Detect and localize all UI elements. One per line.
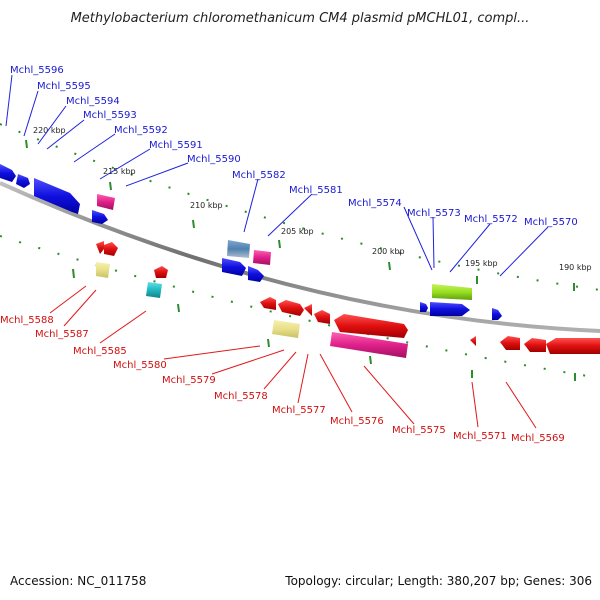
top-leader-lines bbox=[5, 74, 549, 277]
gene-label-mchl-5574: Mchl_5574 bbox=[348, 198, 402, 209]
scale-ticks bbox=[25, 139, 576, 381]
gene-label-mchl-5590: Mchl_5590 bbox=[187, 154, 241, 165]
gene-arrow bbox=[104, 242, 118, 256]
gene-label-mchl-5571: Mchl_5571 bbox=[453, 431, 507, 442]
gene-label-mchl-5573: Mchl_5573 bbox=[407, 208, 461, 219]
feature-box bbox=[253, 250, 271, 265]
accession-text: Accession: NC_011758 bbox=[10, 574, 146, 588]
gene-label-mchl-5578: Mchl_5578 bbox=[214, 391, 268, 402]
scale-label-195: 195 kbp bbox=[465, 259, 498, 268]
feature-box bbox=[272, 320, 300, 338]
gene-label-mchl-5582: Mchl_5582 bbox=[232, 170, 286, 181]
gene-label-mchl-5569: Mchl_5569 bbox=[511, 433, 565, 444]
plasmid-backbone bbox=[0, 181, 600, 333]
gene-arrow bbox=[430, 302, 470, 316]
gene-arrow bbox=[314, 310, 330, 324]
forward-strand-genes bbox=[0, 164, 502, 320]
gene-arrow bbox=[278, 300, 304, 316]
gene-label-mchl-5593: Mchl_5593 bbox=[83, 110, 137, 121]
gene-arrow bbox=[92, 210, 108, 224]
feature-boxes-bottom bbox=[96, 262, 408, 358]
gene-label-mchl-5575: Mchl_5575 bbox=[392, 425, 446, 436]
feature-box bbox=[146, 282, 162, 298]
gene-arrow bbox=[524, 338, 546, 352]
gene-arrow bbox=[96, 241, 104, 254]
scale-label-190: 190 kbp bbox=[559, 263, 592, 272]
gene-label-mchl-5587: Mchl_5587 bbox=[35, 329, 89, 340]
scale-label-210: 210 kbp bbox=[190, 201, 223, 210]
scale-label-220: 220 kbp bbox=[33, 126, 66, 135]
gene-arrow bbox=[222, 258, 246, 276]
gene-label-mchl-5581: Mchl_5581 bbox=[289, 185, 343, 196]
gene-label-mchl-5596: Mchl_5596 bbox=[10, 65, 64, 76]
gene-arrow bbox=[420, 302, 428, 312]
feature-box bbox=[96, 262, 110, 278]
scale-label-205: 205 kbp bbox=[281, 227, 314, 236]
feature-boxes-top bbox=[97, 194, 472, 300]
gene-arrow bbox=[492, 308, 502, 320]
gene-arrow bbox=[334, 314, 408, 338]
gene-arrow bbox=[260, 297, 276, 310]
reverse-strand-genes bbox=[96, 241, 600, 354]
gene-arrow bbox=[500, 336, 520, 350]
gene-label-mchl-5580: Mchl_5580 bbox=[113, 360, 167, 371]
gene-label-mchl-5576: Mchl_5576 bbox=[330, 416, 384, 427]
map-title: Methylobacterium chloromethanicum CM4 pl… bbox=[71, 11, 530, 26]
gene-arrow bbox=[304, 304, 312, 316]
feature-box bbox=[97, 194, 115, 210]
gene-arrow bbox=[34, 178, 80, 214]
gene-label-mchl-5579: Mchl_5579 bbox=[162, 375, 216, 386]
gene-arrow bbox=[546, 338, 600, 354]
feature-box bbox=[227, 240, 250, 258]
gene-label-mchl-5595: Mchl_5595 bbox=[37, 81, 91, 92]
gene-arrow bbox=[248, 266, 264, 282]
gene-label-mchl-5588: Mchl_5588 bbox=[0, 315, 54, 326]
gene-arrow bbox=[470, 336, 476, 346]
topology-text: Topology: circular; Length: 380,207 bp; … bbox=[284, 574, 592, 588]
scale-label-215: 215 kbp bbox=[103, 167, 136, 176]
bottom-leader-lines bbox=[49, 285, 537, 429]
gene-label-mchl-5594: Mchl_5594 bbox=[66, 96, 120, 107]
feature-box bbox=[330, 332, 408, 358]
scale-label-200: 200 kbp bbox=[372, 247, 405, 256]
gene-label-mchl-5591: Mchl_5591 bbox=[149, 140, 203, 151]
gene-arrow bbox=[16, 174, 30, 188]
gene-arrow bbox=[0, 164, 16, 182]
gene-label-mchl-5577: Mchl_5577 bbox=[272, 405, 326, 416]
gene-label-mchl-5572: Mchl_5572 bbox=[464, 214, 518, 225]
gene-label-mchl-5570: Mchl_5570 bbox=[524, 217, 578, 228]
feature-box bbox=[432, 284, 472, 300]
gene-label-mchl-5585: Mchl_5585 bbox=[73, 346, 127, 357]
gene-arrow bbox=[154, 266, 168, 278]
gene-label-mchl-5592: Mchl_5592 bbox=[114, 125, 168, 136]
